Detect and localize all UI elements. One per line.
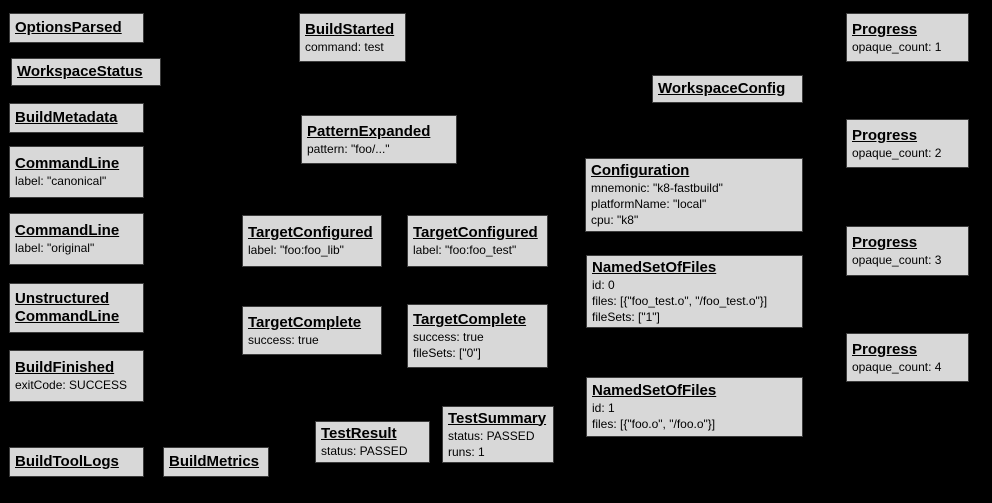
node-title: CommandLine bbox=[15, 222, 120, 239]
diagram-node-build-metadata: BuildMetadata bbox=[9, 103, 144, 133]
node-attribute-line: success: true bbox=[248, 332, 319, 347]
diagram-node-test-result: TestResult status: PASSED bbox=[315, 421, 430, 463]
node-title: CommandLine bbox=[15, 308, 120, 325]
diagram-node-configuration: Configuration mnemonic: "k8-fastbuild" pla… bbox=[585, 158, 803, 232]
node-title: PatternExpanded bbox=[307, 122, 431, 140]
diagram-node-build-tool-logs: BuildToolLogs bbox=[9, 447, 144, 477]
node-attribute-line: exitCode: SUCCESS bbox=[15, 378, 128, 392]
node-title: Configuration bbox=[591, 162, 690, 179]
node-title: BuildStarted bbox=[305, 20, 395, 38]
node-attribute-line: label: "canonical" bbox=[15, 174, 107, 188]
node-attribute-line: opaque_count: 4 bbox=[852, 359, 942, 374]
node-attribute-line: opaque_count: 1 bbox=[852, 39, 942, 54]
diagram-node-progress-3: Progress opaque_count: 3 bbox=[846, 226, 969, 276]
diagram-node-named-set-of-files-1: NamedSetOfFiles id: 1 files: [{"foo.o", "/… bbox=[586, 377, 803, 437]
node-attribute-line: success: true bbox=[413, 330, 484, 344]
diagram-node-target-configured-foo-test: TargetConfigured label: "foo:foo_test" bbox=[407, 215, 548, 267]
node-title: TargetConfigured bbox=[248, 224, 373, 241]
node-attribute-line: opaque_count: 3 bbox=[852, 253, 942, 267]
node-attribute-line: id: 1 bbox=[592, 401, 615, 415]
node-attribute-line: runs: 1 bbox=[448, 444, 485, 459]
node-title: NamedSetOfFiles bbox=[592, 258, 717, 276]
node-attribute-line: fileSets: ["0"] bbox=[413, 346, 481, 360]
node-attribute-line: command: test bbox=[305, 39, 384, 54]
node-attribute-line: status: PASSED bbox=[448, 428, 535, 443]
node-attribute-line: files: [{"foo.o", "/foo.o"}] bbox=[592, 417, 716, 431]
node-attribute-line: status: PASSED bbox=[321, 444, 408, 458]
diagram-node-build-finished: BuildFinished exitCode: SUCCESS bbox=[9, 350, 144, 402]
node-title: TestSummary bbox=[448, 409, 547, 427]
node-attribute-line: opaque_count: 2 bbox=[852, 145, 942, 160]
node-title: TargetConfigured bbox=[413, 224, 538, 241]
node-attribute-line: label: "foo:foo_test" bbox=[413, 243, 517, 257]
node-title: Progress bbox=[852, 340, 918, 358]
node-attribute-line: mnemonic: "k8-fastbuild" bbox=[591, 181, 723, 195]
node-title: Progress bbox=[852, 20, 918, 38]
node-title: BuildMetadata bbox=[15, 109, 118, 126]
node-title: CommandLine bbox=[15, 155, 120, 172]
node-title: WorkspaceStatus bbox=[17, 63, 143, 80]
node-attribute-line: label: "foo:foo_lib" bbox=[248, 243, 344, 257]
diagram-node-workspace-status: WorkspaceStatus bbox=[11, 58, 161, 86]
node-title: Progress bbox=[852, 126, 918, 144]
node-title: BuildFinished bbox=[15, 359, 115, 376]
diagram-node-target-complete-test: TargetComplete success: true fileSets: ["0… bbox=[407, 304, 548, 368]
node-title: TargetComplete bbox=[248, 313, 362, 331]
diagram-node-options-parsed: OptionsParsed bbox=[9, 13, 144, 43]
node-attribute-line: id: 0 bbox=[592, 277, 615, 292]
node-attribute-line: label: "original" bbox=[15, 241, 95, 255]
node-title: TargetComplete bbox=[413, 311, 527, 328]
diagram-node-command-line-canonical: CommandLine label: "canonical" bbox=[9, 146, 144, 198]
diagram-node-build-metrics: BuildMetrics bbox=[163, 447, 269, 477]
node-attribute-line: platformName: "local" bbox=[591, 197, 707, 211]
node-attribute-line: fileSets: ["1"] bbox=[592, 309, 660, 324]
node-attribute-line: cpu: "k8" bbox=[591, 213, 639, 227]
node-title: WorkspaceConfig bbox=[658, 80, 786, 97]
node-attribute-line: files: [{"foo_test.o", "/foo_test.o"}] bbox=[592, 293, 768, 308]
diagram-node-command-line-original: CommandLine label: "original" bbox=[9, 213, 144, 265]
diagram-node-workspace-config: WorkspaceConfig bbox=[652, 75, 803, 103]
node-title: OptionsParsed bbox=[15, 19, 122, 36]
node-title: BuildMetrics bbox=[169, 453, 260, 470]
node-title: Unstructured bbox=[15, 290, 110, 307]
node-title: TestResult bbox=[321, 425, 397, 442]
node-title: NamedSetOfFiles bbox=[592, 382, 717, 399]
diagram-node-target-configured-foo-lib: TargetConfigured label: "foo:foo_lib" bbox=[242, 215, 382, 267]
node-title: BuildToolLogs bbox=[15, 453, 119, 470]
node-title: Progress bbox=[852, 234, 918, 251]
node-attribute-line: pattern: "foo/..." bbox=[307, 141, 390, 156]
